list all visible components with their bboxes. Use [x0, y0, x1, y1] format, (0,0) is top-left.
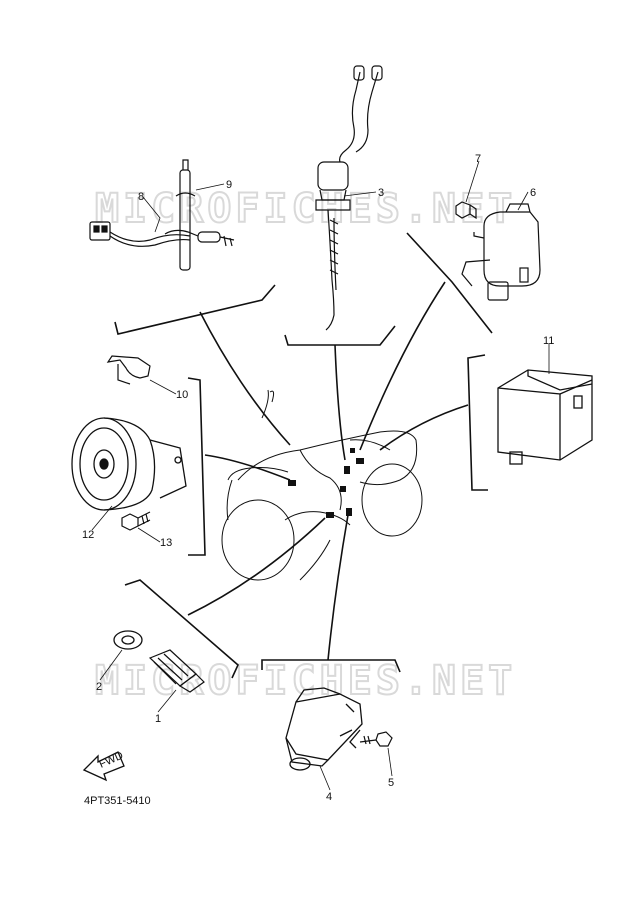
- callout-9: 9: [226, 179, 232, 191]
- callout-leaders: [91, 160, 550, 791]
- callout-8: 8: [138, 191, 144, 203]
- callout-1: 1: [155, 713, 161, 725]
- part-12-horn: [71, 417, 187, 511]
- part-2-washer: [113, 630, 143, 650]
- callout-7: 7: [475, 153, 481, 165]
- part-8-9-switch-lead: [89, 159, 235, 271]
- callout-13: 13: [160, 537, 172, 549]
- part-5-screw: [359, 731, 393, 747]
- leader-lines: [187, 281, 469, 661]
- watermark-bottom: MICROFICHES.NET: [95, 658, 516, 704]
- callout-6: 6: [530, 187, 536, 199]
- part-7-nut: [455, 201, 477, 220]
- fwd-arrow: FWD: [82, 750, 125, 782]
- part-10-horn-bracket: [106, 355, 151, 385]
- callout-10: 10: [176, 389, 188, 401]
- harness-markers: [288, 448, 364, 518]
- watermark-top: MICROFICHES.NET: [95, 186, 516, 232]
- callout-11: 11: [543, 335, 554, 347]
- motorcycle-silhouette: [221, 389, 423, 581]
- callout-4: 4: [326, 791, 332, 803]
- callout-3: 3: [378, 187, 384, 199]
- part-3-neutral-switch: [315, 65, 383, 331]
- group-brackets: [114, 232, 493, 679]
- callout-2: 2: [96, 681, 102, 693]
- drawing-code: 4PT351-5410: [84, 795, 151, 807]
- part-1-sender: [148, 649, 205, 693]
- part-13-bolt: [121, 511, 151, 531]
- part-11-control-unit: [497, 369, 593, 465]
- callout-5: 5: [388, 777, 394, 789]
- callout-numbers: 1 2 3 4 5 6 7 8 9 10 11 12 13: [82, 153, 554, 803]
- part-4-solenoid: [285, 687, 363, 771]
- callout-12: 12: [82, 529, 94, 541]
- part-6-relay: [461, 203, 541, 301]
